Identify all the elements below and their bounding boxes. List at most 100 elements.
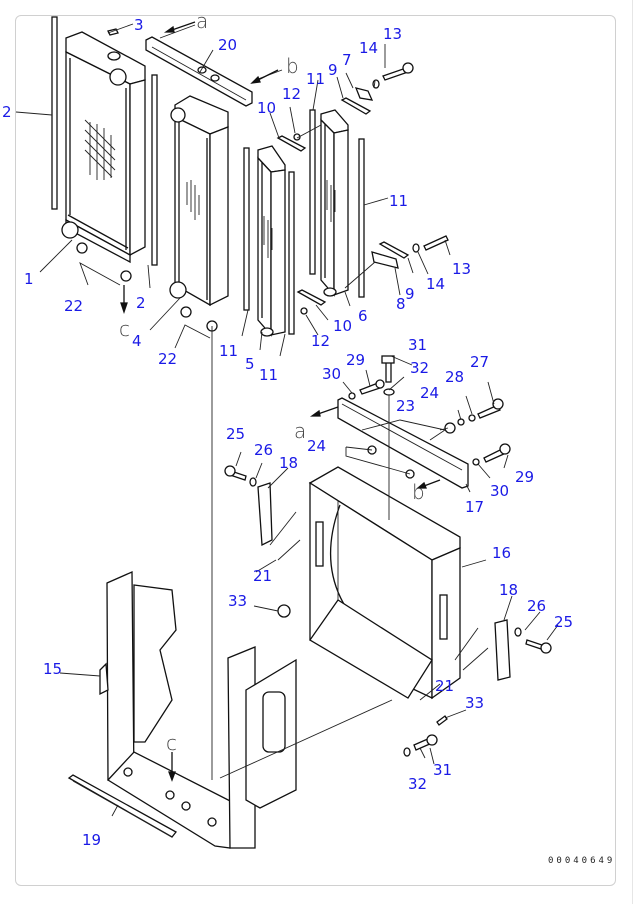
callout-5: 5 (245, 355, 255, 373)
callout-22: 22 (158, 350, 177, 368)
callout-30: 30 (490, 482, 509, 500)
callout-14: 14 (359, 39, 378, 57)
callout-9: 9 (328, 61, 338, 79)
bolt-13-bottom (423, 235, 449, 251)
bolt-13-top (382, 62, 414, 81)
callout-10: 10 (333, 317, 352, 335)
callout-29: 29 (515, 468, 534, 486)
washer-30-top (348, 392, 356, 400)
callout-2: 2 (2, 103, 12, 121)
spacer-10-top (276, 135, 307, 152)
callout-31: 31 (433, 761, 452, 779)
washer-32-bottom (403, 747, 411, 757)
cover-18-left (257, 482, 273, 547)
callout-14: 14 (426, 275, 445, 293)
pin-12-top (293, 133, 301, 141)
callout-21: 21 (253, 567, 272, 585)
bolt-25-right (525, 639, 552, 654)
washer-26-right (514, 627, 522, 637)
callout-11: 11 (219, 342, 238, 360)
callout-29: 29 (346, 351, 365, 369)
spacer-9-top (340, 97, 372, 115)
washer-26-left (249, 477, 257, 487)
callout-6: 6 (358, 307, 368, 325)
callout-20: 20 (218, 36, 237, 54)
callout-2: 2 (136, 294, 146, 312)
washer-14-bottom (412, 243, 420, 253)
washer-28 (468, 414, 476, 422)
bolt-33-small (436, 715, 448, 726)
seal-strip-11b (288, 171, 295, 335)
bolt-25-left (224, 465, 247, 481)
callout-19: 19 (82, 831, 101, 849)
washer-30-right (472, 458, 480, 466)
callout-33: 33 (228, 592, 247, 610)
callout-8: 8 (396, 295, 406, 313)
callout-26: 26 (527, 597, 546, 615)
ref-a-mid: a (294, 419, 306, 443)
callout-28: 28 (445, 368, 464, 386)
plate-8 (371, 251, 399, 269)
callout-27: 27 (470, 353, 489, 371)
callout-11: 11 (389, 192, 408, 210)
fan-shroud-16 (308, 466, 461, 700)
callout-22: 22 (64, 297, 83, 315)
bracket-17 (337, 397, 469, 489)
ref-arrows (120, 21, 441, 782)
bar-19 (67, 774, 177, 838)
bolt-31-top (381, 355, 395, 383)
callout-11: 11 (259, 366, 278, 384)
callout-3: 3 (134, 16, 144, 34)
radiator (61, 31, 146, 264)
spacer-10-bottom (296, 289, 327, 306)
callout-1: 1 (24, 270, 34, 288)
clip-21 (269, 511, 489, 671)
callout-11: 11 (306, 70, 325, 88)
ref-b-top: b (286, 54, 299, 78)
callout-16: 16 (492, 544, 511, 562)
seal-strip-11a (243, 147, 250, 311)
callout-25: 25 (554, 613, 573, 631)
seal-strip-11c (309, 109, 316, 275)
callout-32: 32 (408, 775, 427, 793)
drawing-code: 00040649 (548, 856, 615, 866)
plate-7 (354, 87, 374, 101)
page-edge (632, 0, 633, 904)
callout-23: 23 (396, 397, 415, 415)
callout-24: 24 (420, 384, 439, 402)
leader-lines (15, 23, 559, 817)
spacer-9-bottom (378, 241, 410, 259)
callout-18: 18 (279, 454, 298, 472)
callout-31: 31 (408, 336, 427, 354)
callout-33: 33 (465, 694, 484, 712)
grommet-33 (277, 604, 291, 618)
nut-22 (76, 242, 218, 332)
callout-12: 12 (311, 332, 330, 350)
seal-strip-left (51, 16, 58, 210)
callout-26: 26 (254, 441, 273, 459)
ref-c-bottom: c (166, 731, 177, 755)
callout-13: 13 (452, 260, 471, 278)
callout-25: 25 (226, 425, 245, 443)
bolt-27 (477, 398, 504, 419)
callout-10: 10 (257, 99, 276, 117)
nut-23 (444, 422, 456, 434)
callout-30: 30 (322, 365, 341, 383)
oil-cooler-5 (257, 145, 286, 337)
seal-strip-11d (358, 138, 365, 298)
bolt-31-bottom (413, 734, 438, 751)
callout-18: 18 (499, 581, 518, 599)
bracket-20 (145, 36, 253, 107)
ref-c-top: c (119, 317, 130, 341)
callout-32: 32 (410, 359, 429, 377)
cooler-6 (320, 109, 349, 297)
callout-9: 9 (405, 285, 415, 303)
callout-7: 7 (342, 51, 352, 69)
bolt-29-top (359, 379, 385, 395)
callout-24: 24 (307, 437, 326, 455)
ref-b-mid: b (412, 480, 425, 504)
seal-strip-2b (151, 74, 158, 266)
callout-12: 12 (282, 85, 301, 103)
ref-a-top: a (196, 9, 208, 33)
